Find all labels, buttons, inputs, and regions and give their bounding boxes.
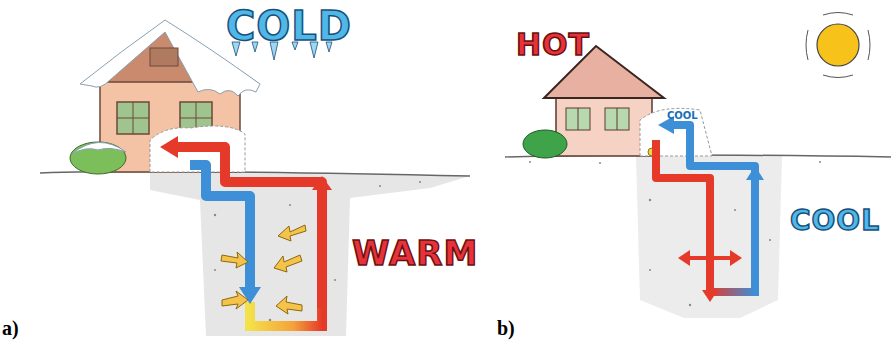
sun	[817, 24, 859, 66]
window	[605, 108, 629, 130]
cold-pipe	[190, 165, 250, 288]
panel-label: a)	[2, 318, 19, 338]
house-wall	[556, 95, 652, 156]
hot-pipe	[656, 140, 710, 282]
panel-label: b)	[497, 318, 515, 338]
heat-arrows	[221, 225, 306, 314]
title-word: COOL	[790, 207, 880, 235]
window	[117, 102, 149, 134]
pipe-label: COOL	[667, 111, 698, 121]
heat-release-arrows	[678, 250, 742, 302]
window	[566, 108, 590, 130]
bush-snow	[72, 142, 126, 154]
sun-rays	[806, 13, 870, 78]
title-word: HOT	[516, 30, 590, 60]
warm-pipe	[176, 147, 322, 308]
arrow-head	[160, 136, 178, 158]
arrow-head	[746, 166, 764, 180]
panel-a	[40, 20, 470, 336]
title-word: WARM	[352, 236, 478, 270]
arrow-head	[312, 176, 332, 190]
soil-speckles	[529, 161, 821, 306]
title-word: COLD	[226, 6, 352, 46]
bush	[523, 130, 567, 158]
attic-vent	[150, 48, 178, 66]
bush	[70, 142, 126, 174]
house-cutaway	[640, 108, 712, 156]
panel-b	[505, 13, 891, 319]
